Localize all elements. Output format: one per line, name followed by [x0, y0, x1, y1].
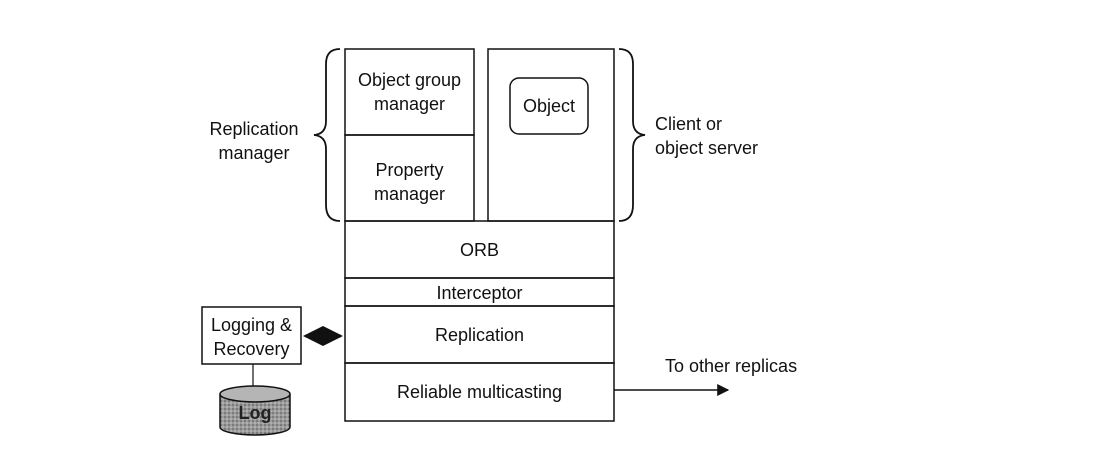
logging-recovery-box	[201, 306, 302, 365]
interceptor-label: Interceptor	[436, 283, 523, 303]
object-label: Object	[522, 96, 576, 116]
log-cylinder-icon	[219, 385, 291, 436]
replication-manager-brace	[313, 48, 341, 222]
object-group-manager-label: Object group manager	[357, 70, 462, 114]
property-manager-label: Property manager	[373, 160, 446, 204]
client-object-server-label: Client or object server	[655, 114, 759, 158]
reliable-multicasting-box	[344, 362, 615, 422]
orb-label: ORB	[459, 240, 499, 260]
to-other-replicas-label: To other replicas	[665, 356, 798, 376]
reliable-multicasting-label: Reliable multicasting	[396, 382, 563, 402]
object-box	[509, 77, 589, 135]
client-object-server-brace	[618, 48, 646, 222]
replication-label: Replication	[434, 325, 525, 345]
client-object-server-box	[487, 48, 615, 222]
log-label: Log	[238, 403, 272, 423]
replication-manager-label: Replication manager	[209, 119, 299, 163]
logging-recovery-label: Logging & Recovery	[210, 315, 293, 359]
